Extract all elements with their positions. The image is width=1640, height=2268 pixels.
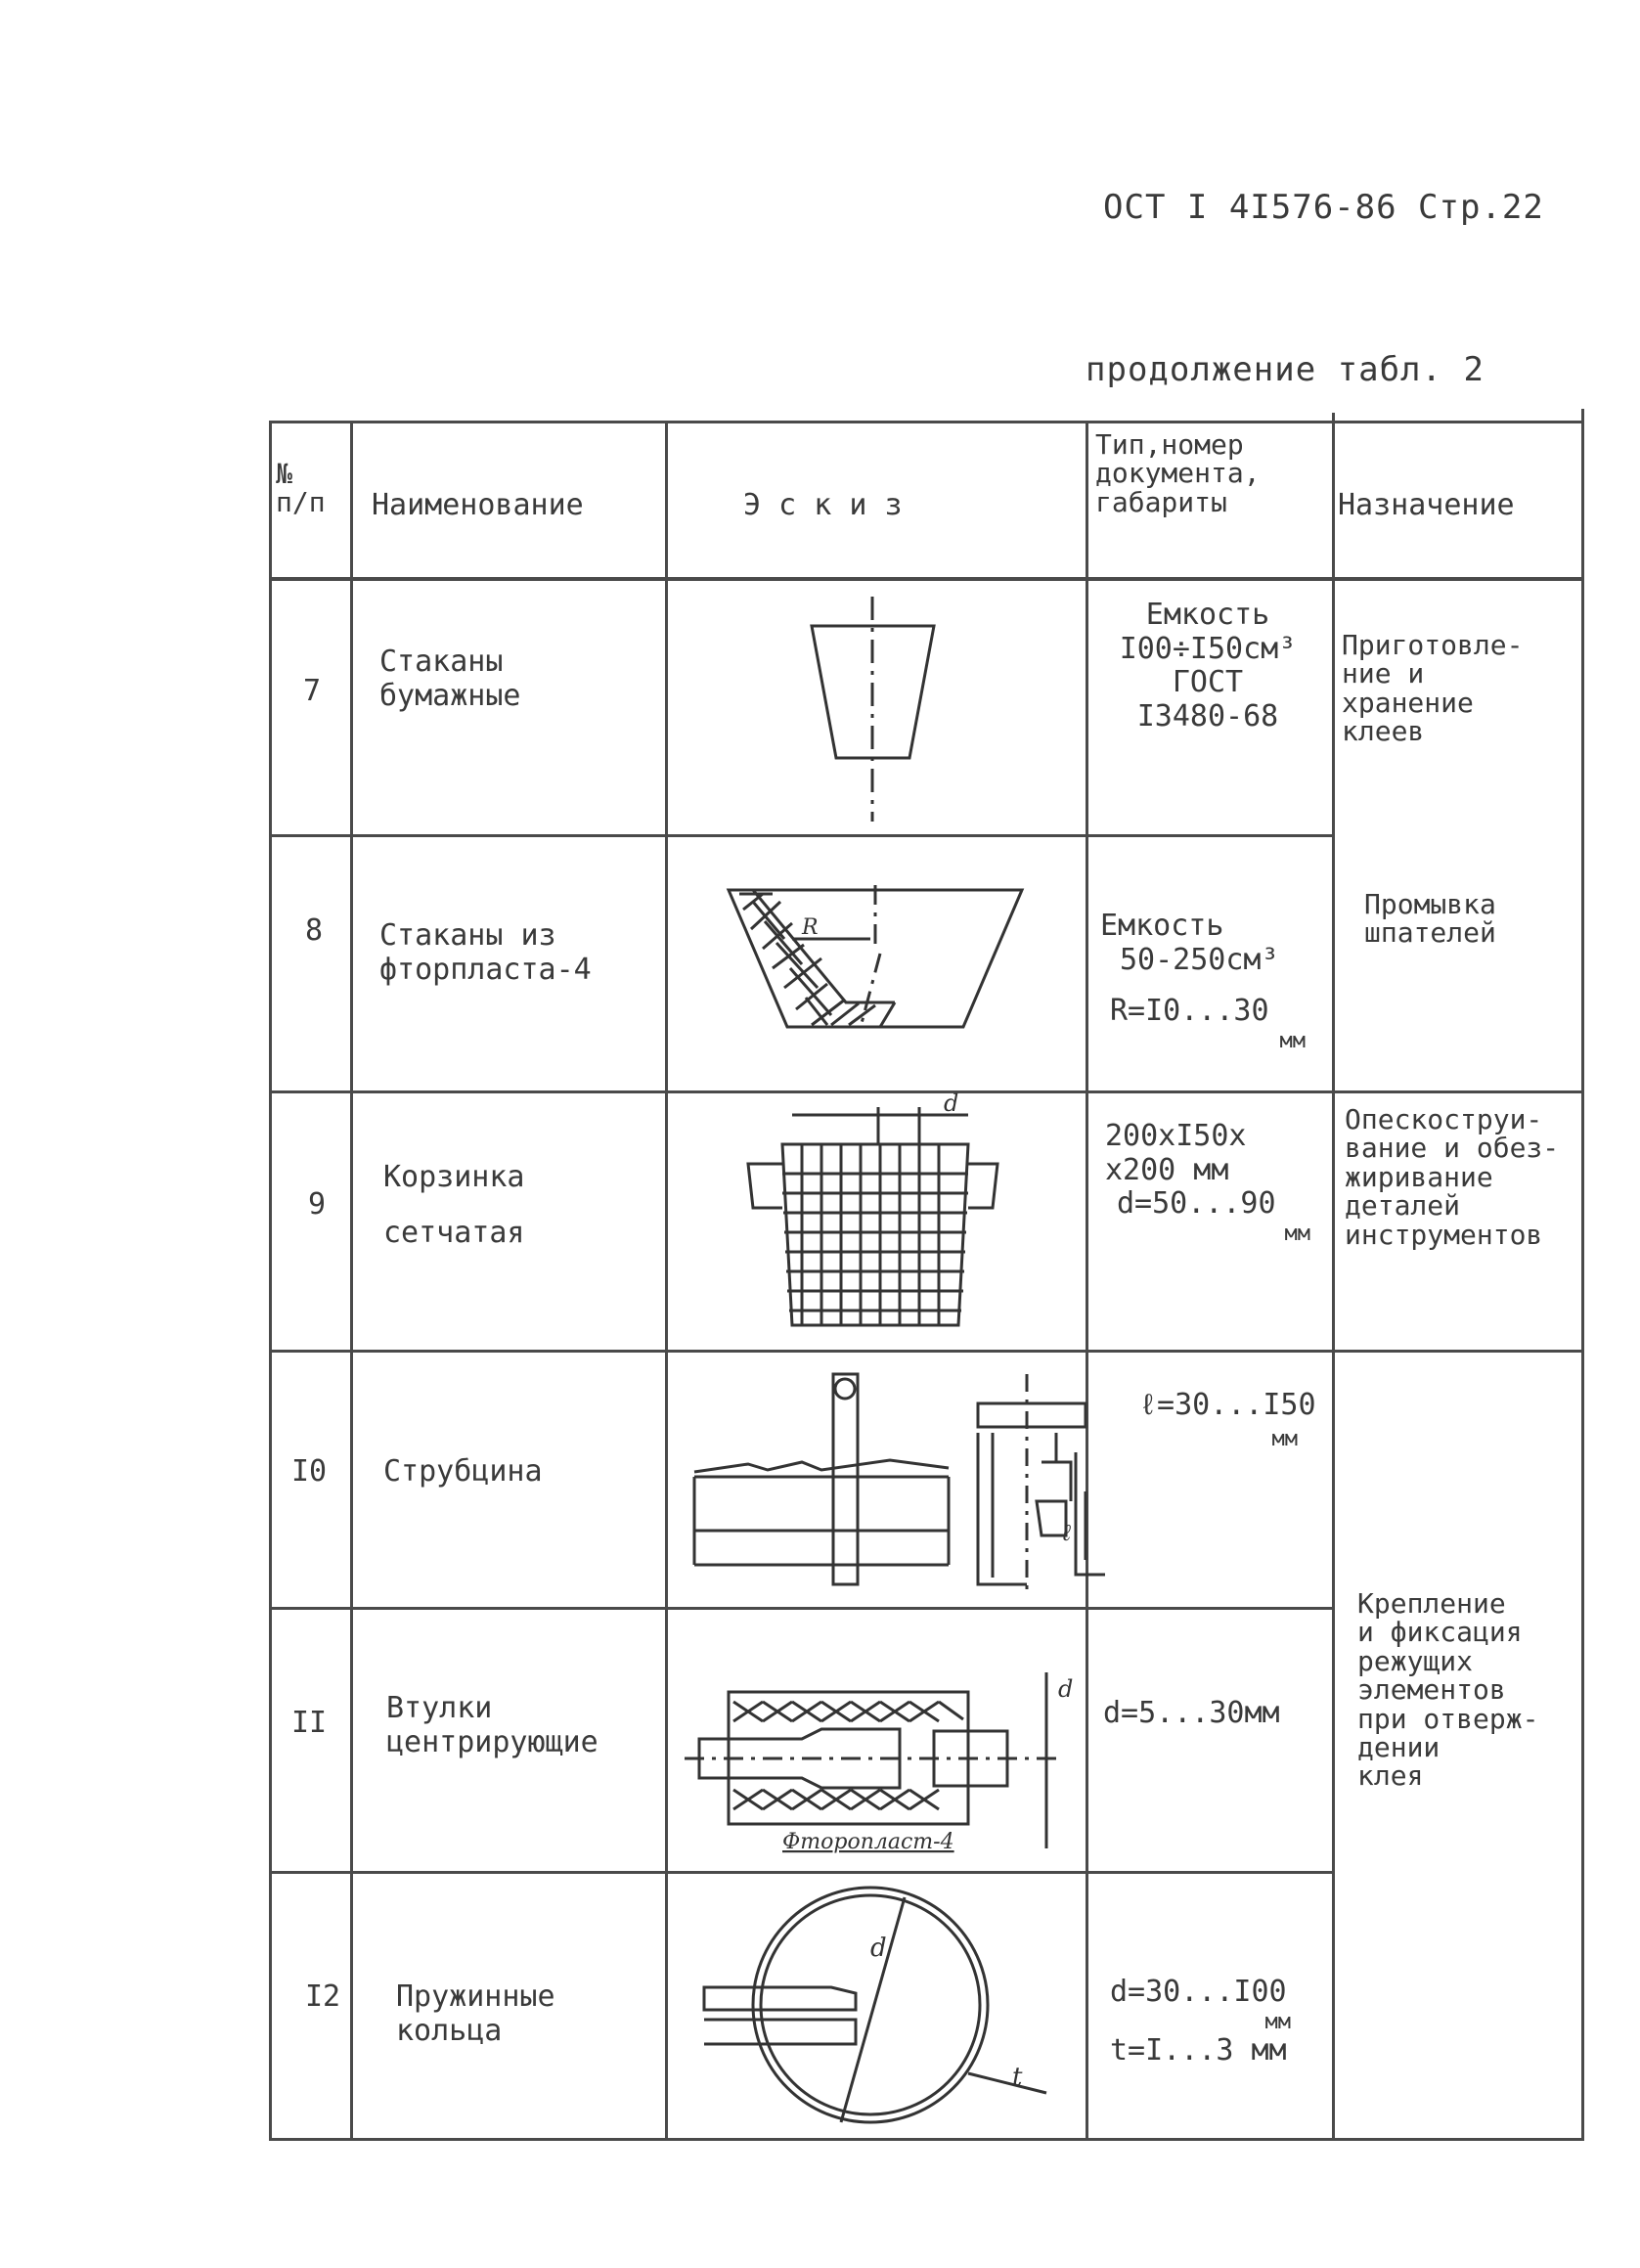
spec-line: d=5...30мм [1103, 1696, 1280, 1730]
table-caption: продолжение табл. 2 [1086, 350, 1485, 389]
table-border-right [1581, 409, 1584, 2140]
item-name: Втулки центрирующие [386, 1691, 598, 1759]
spec-line: 200xI50x [1105, 1119, 1247, 1153]
sketch-label-l: ℓ [1061, 1519, 1071, 1546]
spec-line: ℓ=30...I50 [1139, 1388, 1316, 1422]
row-number: 7 [303, 674, 322, 708]
table-border-left [269, 421, 272, 2140]
row-divider [269, 834, 1335, 837]
type-spec: Емкость 50-250см³ R=I0...30 мм [1100, 909, 1325, 1053]
item-name: Стаканы из фторпласта-4 [379, 918, 592, 987]
sketch-caption: Фторопласт-4 [782, 1830, 954, 1854]
spring-ring-sketch: d t [702, 1886, 1047, 2124]
spec-line: I3480-68 [1136, 698, 1279, 734]
purpose-text: Крепление и фиксация режущих элементов п… [1357, 1587, 1539, 1793]
purpose-text: Промывка шпателей [1364, 888, 1496, 950]
row-divider [269, 1871, 1335, 1874]
spec-line: d=30...I00 [1110, 1975, 1287, 2009]
item-name: Стаканы бумажные [379, 645, 521, 713]
centering-sleeve-sketch: d Фторопласт-4 [685, 1672, 1073, 1854]
paper-cup-sketch [810, 597, 936, 822]
header-divider [269, 577, 1584, 581]
sketch-label-t: t [1012, 2063, 1023, 2092]
column-header-type: Тип,номер документа, габариты [1095, 428, 1261, 518]
table-border-top [269, 421, 1584, 423]
item-name: Корзинка сетчатая [383, 1160, 525, 1250]
column-header-name: Наименование [372, 488, 584, 522]
spec-line: t=I...3 мм [1110, 2032, 1287, 2068]
item-name: Струбцина [383, 1454, 543, 1489]
column-header-purpose: Назначение [1338, 488, 1515, 522]
row-number: II [291, 1706, 328, 1740]
spec-line: Емкость [1100, 909, 1224, 943]
spec-line: 50-250см³ [1120, 942, 1279, 977]
type-spec: Емкость I00÷I50см³ ГОСТ I3480-68 [1095, 598, 1320, 734]
sketch-label-d: d [870, 1934, 887, 1963]
spec-line: ГОСТ [1172, 665, 1244, 699]
column-divider [350, 421, 353, 2140]
row-divider [269, 1350, 1584, 1353]
column-divider [1332, 413, 1335, 2140]
spec-line: d=50...90 [1117, 1186, 1276, 1221]
sketch-label-d: d [1058, 1675, 1073, 1703]
spec-line: x200 мм [1105, 1152, 1229, 1187]
type-spec: d=5...30мм [1103, 1696, 1328, 1731]
column-header-sketch: Э с к и з [743, 488, 903, 522]
purpose-text: Приготовле- ние и хранение клеев [1342, 629, 1524, 748]
column-header-number: № п/п [276, 458, 326, 519]
sketch-label-r: R [801, 915, 819, 940]
sketch-label-d: d [944, 1090, 958, 1117]
spec-line: R=I0...30 [1110, 994, 1269, 1028]
purpose-text: Опескоструи- вание и обез- жиривание дет… [1345, 1103, 1560, 1251]
document-code: ОСТ I 4I576-86 Стр.22 [1103, 188, 1544, 227]
spec-unit: мм [1264, 2009, 1292, 2034]
row-number: I2 [305, 1979, 341, 2014]
column-divider [665, 421, 668, 2140]
type-spec: 200xI50x x200 мм d=50...90 мм [1105, 1119, 1330, 1246]
item-name: Пружинные кольца [396, 1979, 555, 2048]
spec-line: Емкость [1145, 598, 1270, 632]
spec-line: I00÷I50см³ [1119, 631, 1297, 666]
row-number: I0 [291, 1454, 328, 1489]
table-border-bottom [269, 2138, 1584, 2141]
row-number: 9 [308, 1187, 327, 1222]
clamp-sketch: ℓ [692, 1372, 1105, 1594]
row-divider [269, 1607, 1335, 1610]
row-number: 8 [305, 913, 324, 948]
ptfe-cup-sketch: R [726, 885, 1025, 1029]
spec-unit: мм [1284, 1221, 1311, 1246]
mesh-basket-sketch: d [746, 1090, 999, 1327]
column-divider [1086, 421, 1088, 2140]
spec-unit: мм [1271, 1426, 1299, 1451]
type-spec: d=30...I00 мм t=I...3 мм [1110, 1975, 1335, 2068]
spec-unit: мм [1279, 1028, 1307, 1053]
type-spec: ℓ=30...I50 мм [1139, 1388, 1335, 1451]
row-divider [269, 1090, 1584, 1093]
